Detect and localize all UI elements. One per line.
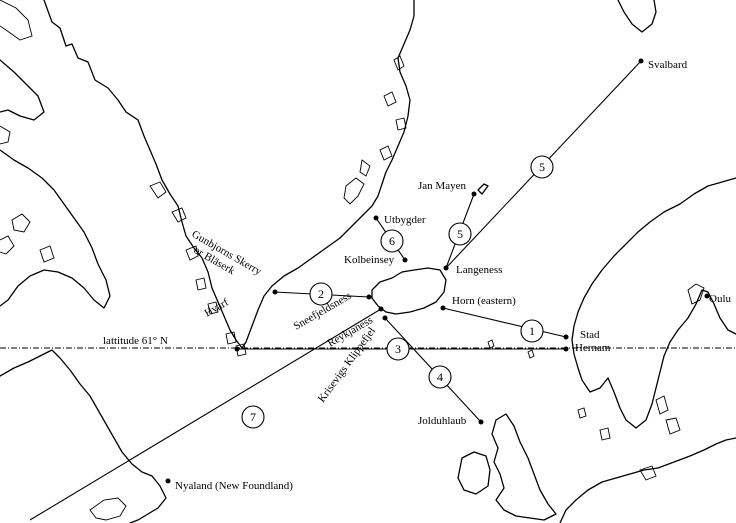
- svg-text:2: 2: [318, 287, 324, 301]
- baltic-islands: [577, 407, 657, 481]
- great-britain-coast: [491, 413, 557, 521]
- label-horn: Horn (eastern): [452, 295, 516, 307]
- svg-text:5: 5: [539, 160, 545, 174]
- svg-text:4: 4: [437, 370, 443, 384]
- horn-dot: [440, 305, 446, 311]
- route-line-7: [29, 308, 382, 521]
- faroe-islands: [487, 339, 535, 359]
- route-marker-5a: 5: [530, 155, 554, 179]
- greenland-fjords-east: [343, 55, 407, 205]
- europe-coast: [559, 437, 736, 523]
- greenland-fjords-west: [149, 181, 247, 357]
- label-langeness: Langeness: [456, 264, 502, 276]
- route-marker-2: 2: [309, 282, 333, 306]
- stad-dot: [563, 334, 569, 340]
- reykjaness-dot: [378, 306, 384, 312]
- route-marker-4: 4: [428, 365, 452, 389]
- route-line-1: [442, 307, 567, 338]
- label-nyaland: Nyaland (New Foundland): [175, 480, 293, 492]
- label-hernam: Hernam: [575, 342, 611, 354]
- hvarf-dot: [234, 346, 240, 352]
- nyaland-dot: [165, 478, 171, 484]
- krisevigs-dot: [382, 315, 388, 321]
- finland-coast: [655, 283, 705, 435]
- place-dots: [165, 58, 710, 484]
- greenland-coast: [43, 0, 415, 349]
- label-oulu: Oulu: [709, 293, 732, 305]
- label-stad: Stad: [580, 329, 600, 341]
- jan-mayen-coast: [477, 183, 489, 195]
- label-utbygder: Utbygder: [384, 214, 426, 226]
- canada-islands: [0, 0, 55, 263]
- gunbjorns-dot: [272, 289, 278, 295]
- ireland-coast: [457, 451, 491, 495]
- svg-text:1: 1: [529, 324, 535, 338]
- svg-text:3: 3: [395, 342, 401, 356]
- hernam-dot: [563, 346, 569, 352]
- langeness-dot: [443, 265, 449, 271]
- svg-text:5: 5: [457, 227, 463, 241]
- latitude-label: lattitude 61° N: [103, 335, 168, 347]
- labrador-coast: [0, 349, 167, 523]
- svg-text:7: 7: [250, 410, 256, 424]
- baffin-coast: [0, 59, 111, 309]
- route-marker-5b: 5: [448, 222, 472, 246]
- route-marker-6: 6: [380, 229, 404, 253]
- label-jolduhlaub: Jolduhlaub: [418, 415, 467, 427]
- iceland-coast: [371, 267, 447, 315]
- sneefjeldsness-dot: [366, 294, 372, 300]
- svg-text:6: 6: [389, 234, 395, 248]
- jan-mayen-dot: [471, 191, 477, 197]
- jolduhlaub-dot: [478, 419, 484, 425]
- route-marker-3: 3: [386, 337, 410, 361]
- oulu-dot: [704, 293, 710, 299]
- kolbeinsey-dot: [402, 257, 408, 263]
- scandinavia-coast: [571, 177, 736, 429]
- svalbard-coast: [617, 0, 657, 33]
- route-marker-7: 7: [241, 405, 265, 429]
- label-svalbard: Svalbard: [648, 59, 688, 71]
- label-kolbeinsey: Kolbeinsey: [344, 254, 395, 266]
- newfoundland-coast: [89, 497, 127, 521]
- route-marker-1: 1: [520, 319, 544, 343]
- svalbard-dot: [638, 58, 644, 64]
- label-jan-mayen: Jan Mayen: [418, 180, 466, 192]
- utbygder-dot: [373, 215, 379, 221]
